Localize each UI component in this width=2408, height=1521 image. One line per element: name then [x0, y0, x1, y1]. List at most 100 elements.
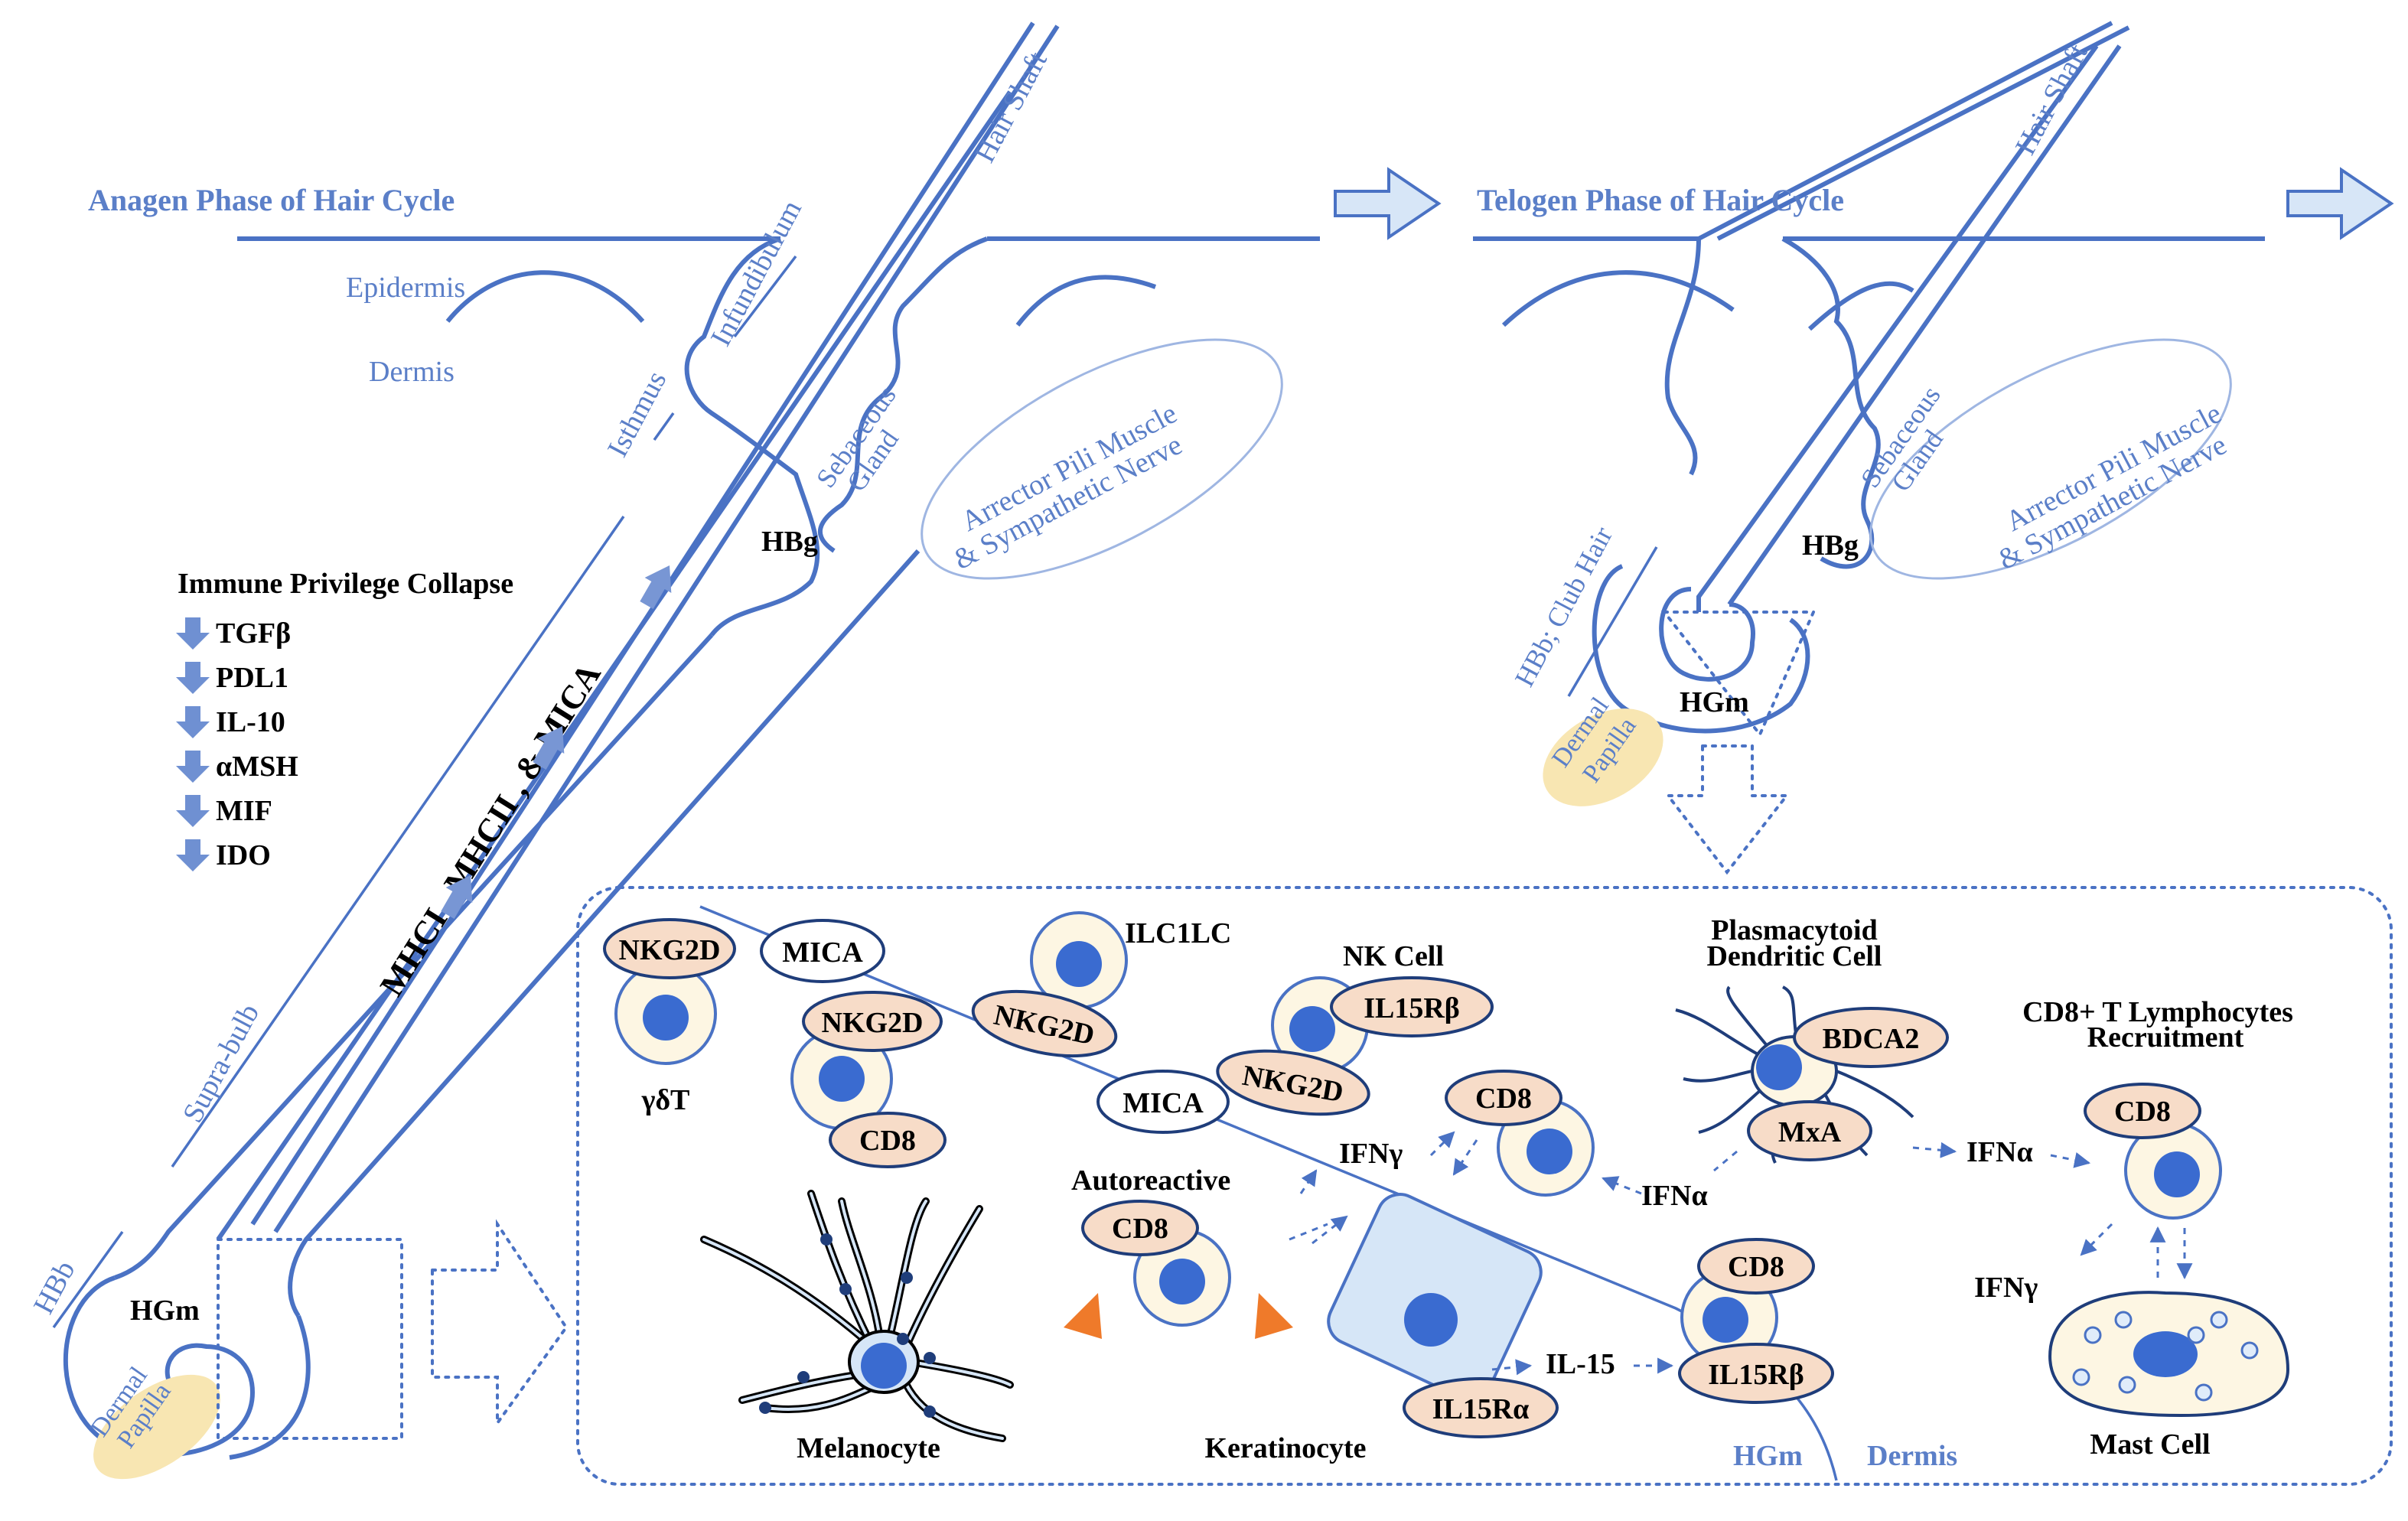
cd8-mid-nucleus: [1527, 1129, 1572, 1174]
mast-nucleus: [2133, 1331, 2198, 1377]
nk-label: NK Cell: [1343, 940, 1444, 972]
cd8-bottom-nucleus: [1703, 1297, 1748, 1343]
recruit-label-1: CD8+ T Lymphocytes: [2022, 996, 2293, 1028]
il15ra-receptor: [1403, 1377, 1559, 1438]
down-arrow-icon: [176, 795, 210, 827]
cd8-bottom-label: CD8: [1728, 1251, 1784, 1283]
ifn-gamma-up-arrow-a: [1299, 1169, 1318, 1194]
il15rb-label: IL15Rβ: [1708, 1359, 1804, 1391]
anagen-hgm-label: HGm: [130, 1295, 200, 1327]
bdca2-label: BDCA2: [1823, 1023, 1920, 1055]
anagen-hbb-label: HBb: [28, 1256, 82, 1319]
il15ra-label: IL15Rα: [1432, 1393, 1530, 1425]
infundibulum-bracket: [733, 255, 797, 338]
supra-bulb-bracket: [171, 516, 625, 1168]
anagen-epidermis-wave-2: [1015, 275, 1157, 327]
ifn-alpha-1-label: IFNα: [1641, 1180, 1708, 1212]
anagen-zoom-box: [217, 1238, 403, 1440]
isthmus-label: Isthmus: [601, 366, 673, 462]
down-arrow-icon: [176, 617, 210, 650]
immune-privilege-item: IL-10: [216, 706, 285, 738]
mast-label: Mast Cell: [2090, 1428, 2210, 1461]
cd8-right-label: CD8: [2114, 1096, 2171, 1128]
anagen-dermis-label: Dermis: [369, 356, 455, 388]
ifn-gamma-up-arrow-b: [1312, 1215, 1348, 1245]
mast-granules: [2072, 1311, 2259, 1402]
nk-nkg2d-receptor: [1216, 1049, 1370, 1116]
melanosome-dots: [759, 1233, 936, 1418]
immune-privilege-item: TGFβ: [216, 617, 291, 650]
ilc-nucleus: [1056, 941, 1102, 987]
melanocyte-label: Melanocyte: [797, 1432, 940, 1464]
telogen-follicle-left: [1664, 238, 1701, 476]
ifn-alpha-2-arrow-in: [1912, 1142, 1957, 1158]
il15-label: IL-15: [1546, 1348, 1615, 1380]
immune-privilege-title: Immune Privilege Collapse: [178, 568, 513, 600]
supra-bulb-label: Supra-bulb: [177, 998, 266, 1128]
telogen-hbb-label: HBb; Club Hair: [1509, 522, 1618, 692]
telogen-hair-shaft-line-2: [1716, 25, 2130, 241]
cd8-receptor-1: [829, 1112, 947, 1168]
immune-inset-panel: NKG2D γδT MICA NKG2D CD8 ILC1LC NKG2D MI…: [576, 886, 2393, 1486]
inset-frame: [576, 886, 2393, 1486]
ifn-gamma-1-arrow-down: [1452, 1139, 1478, 1176]
ilc-nkg2d-receptor: [971, 989, 1118, 1058]
down-arrow-icon: [176, 839, 210, 871]
telogen-arrector-ellipse: [1869, 338, 2232, 580]
pdc-label-1: Plasmacytoid: [1711, 914, 1877, 946]
anagen-epidermis-label: Epidermis: [346, 272, 465, 304]
cd8-auto-label: CD8: [1112, 1213, 1168, 1245]
hbb-bracket: [52, 1230, 124, 1329]
orange-arrow-left-icon: [1064, 1293, 1102, 1339]
cd8-auto-receptor: [1081, 1200, 1199, 1256]
telogen-hair-shaft-line-3: [1696, 44, 2099, 612]
immune-privilege-collapse: Immune Privilege Collapse TGFβPDL1IL-10α…: [176, 568, 513, 871]
anagen-epidermis-wave-1: [445, 270, 645, 323]
anagen-arrector-ellipse: [921, 338, 1283, 580]
mhcii-up-arrow-icon: [533, 726, 565, 770]
anagen-sebaceous-gland: [817, 236, 989, 553]
telogen-hgm-label: HGm: [1680, 686, 1749, 718]
down-arrow-icon: [176, 662, 210, 694]
telogen-hbg-label: HBg: [1802, 529, 1859, 562]
immune-privilege-item: MIF: [216, 795, 272, 827]
anagen-follicle-left-outline: [684, 236, 820, 637]
gdt-receptor-label: NKG2D: [619, 934, 721, 966]
telogen-panel: Telogen Phase of Hair Cycle Hair Shaft S…: [1473, 21, 2394, 875]
cd8-mid-receptor: [1445, 1070, 1562, 1126]
isthmus-bracket: [653, 412, 675, 441]
anagen-dermal-papilla-shape: [93, 1374, 220, 1480]
ifn-gamma-2-label: IFNγ: [1974, 1272, 2038, 1304]
telogen-dermal-papilla-shape: [1543, 708, 1663, 806]
telogen-next-arrow: [2286, 167, 2394, 240]
telogen-club-inner: [1659, 587, 1755, 682]
ifn-gamma-2-arrow: [2080, 1223, 2113, 1256]
ifn-gamma-up-arrow-c: [1289, 1223, 1328, 1241]
ifn-alpha-2-arrow-out: [2050, 1151, 2091, 1168]
ifn-alpha-1-arrow-src: [1713, 1150, 1738, 1172]
telogen-hbb-bracket: [1567, 546, 1658, 697]
cd8-1-label: CD8: [859, 1125, 916, 1157]
melanocyte-dendrites-inner: [702, 1192, 1012, 1440]
down-arrow-icon: [176, 706, 210, 738]
anagen-title: Anagen Phase of Hair Cycle: [88, 183, 455, 217]
keratinocyte-nucleus: [1404, 1293, 1458, 1347]
mica-ligand-1: [760, 919, 885, 983]
autoreactive-label: Autoreactive: [1071, 1164, 1230, 1197]
anagen-bulb-inner: [229, 1314, 311, 1460]
telogen-epidermis-wave-2: [1807, 281, 1914, 331]
inset-dermis-label: Dermis: [1867, 1440, 1957, 1472]
ifn-alpha-2-label: IFNα: [1966, 1136, 2033, 1168]
nk-il15rb-receptor: [1330, 976, 1494, 1037]
telogen-zoom-triangle: [1660, 611, 1817, 738]
pdc-label-2: Dendritic Cell: [1706, 940, 1882, 972]
mica-ligand-2: [1096, 1070, 1230, 1134]
recruit-label-2: Recruitment: [2087, 1021, 2244, 1054]
telogen-sebaceous-gland: [1781, 236, 1881, 569]
gdt-label: γδT: [641, 1084, 690, 1116]
il15rb-receptor: [1678, 1343, 1834, 1404]
mxa-receptor: [1747, 1100, 1872, 1161]
gdt-nkg2d-receptor: [603, 918, 736, 979]
ilc-label: ILC1LC: [1125, 917, 1231, 949]
anagen-bulb-outer: [63, 1275, 256, 1457]
